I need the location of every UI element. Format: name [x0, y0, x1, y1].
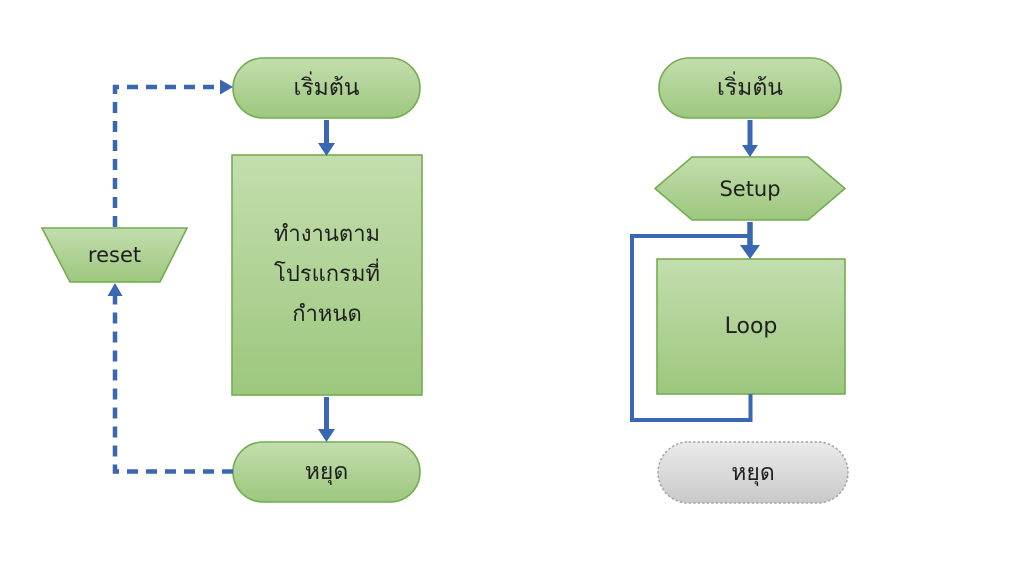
connector-dashed-stop-to-reset [112, 295, 233, 474]
right-loop-rect-shape [656, 258, 846, 395]
connector-dashed-reset-to-start [112, 84, 220, 227]
arrowhead-left-process-to-stop [318, 429, 335, 442]
arrowhead-reset-to-start [220, 79, 233, 95]
arrowhead-left-start-to-process [318, 143, 335, 156]
arrowhead-setup-to-loop [740, 245, 760, 259]
left-start-terminator-shape [232, 57, 421, 119]
left-stop-terminator-shape [232, 441, 421, 503]
right-stop-terminator-shape [657, 441, 849, 504]
connector-loop-back [630, 234, 753, 422]
left-process-rect-shape [231, 154, 423, 396]
arrowhead-stop-to-reset [107, 283, 123, 296]
right-start-terminator-shape [658, 57, 842, 119]
left-reset-trapezoid-shape [40, 227, 189, 283]
right-setup-hexagon-shape [653, 156, 847, 221]
arrowhead-right-start-to-setup [742, 145, 758, 157]
